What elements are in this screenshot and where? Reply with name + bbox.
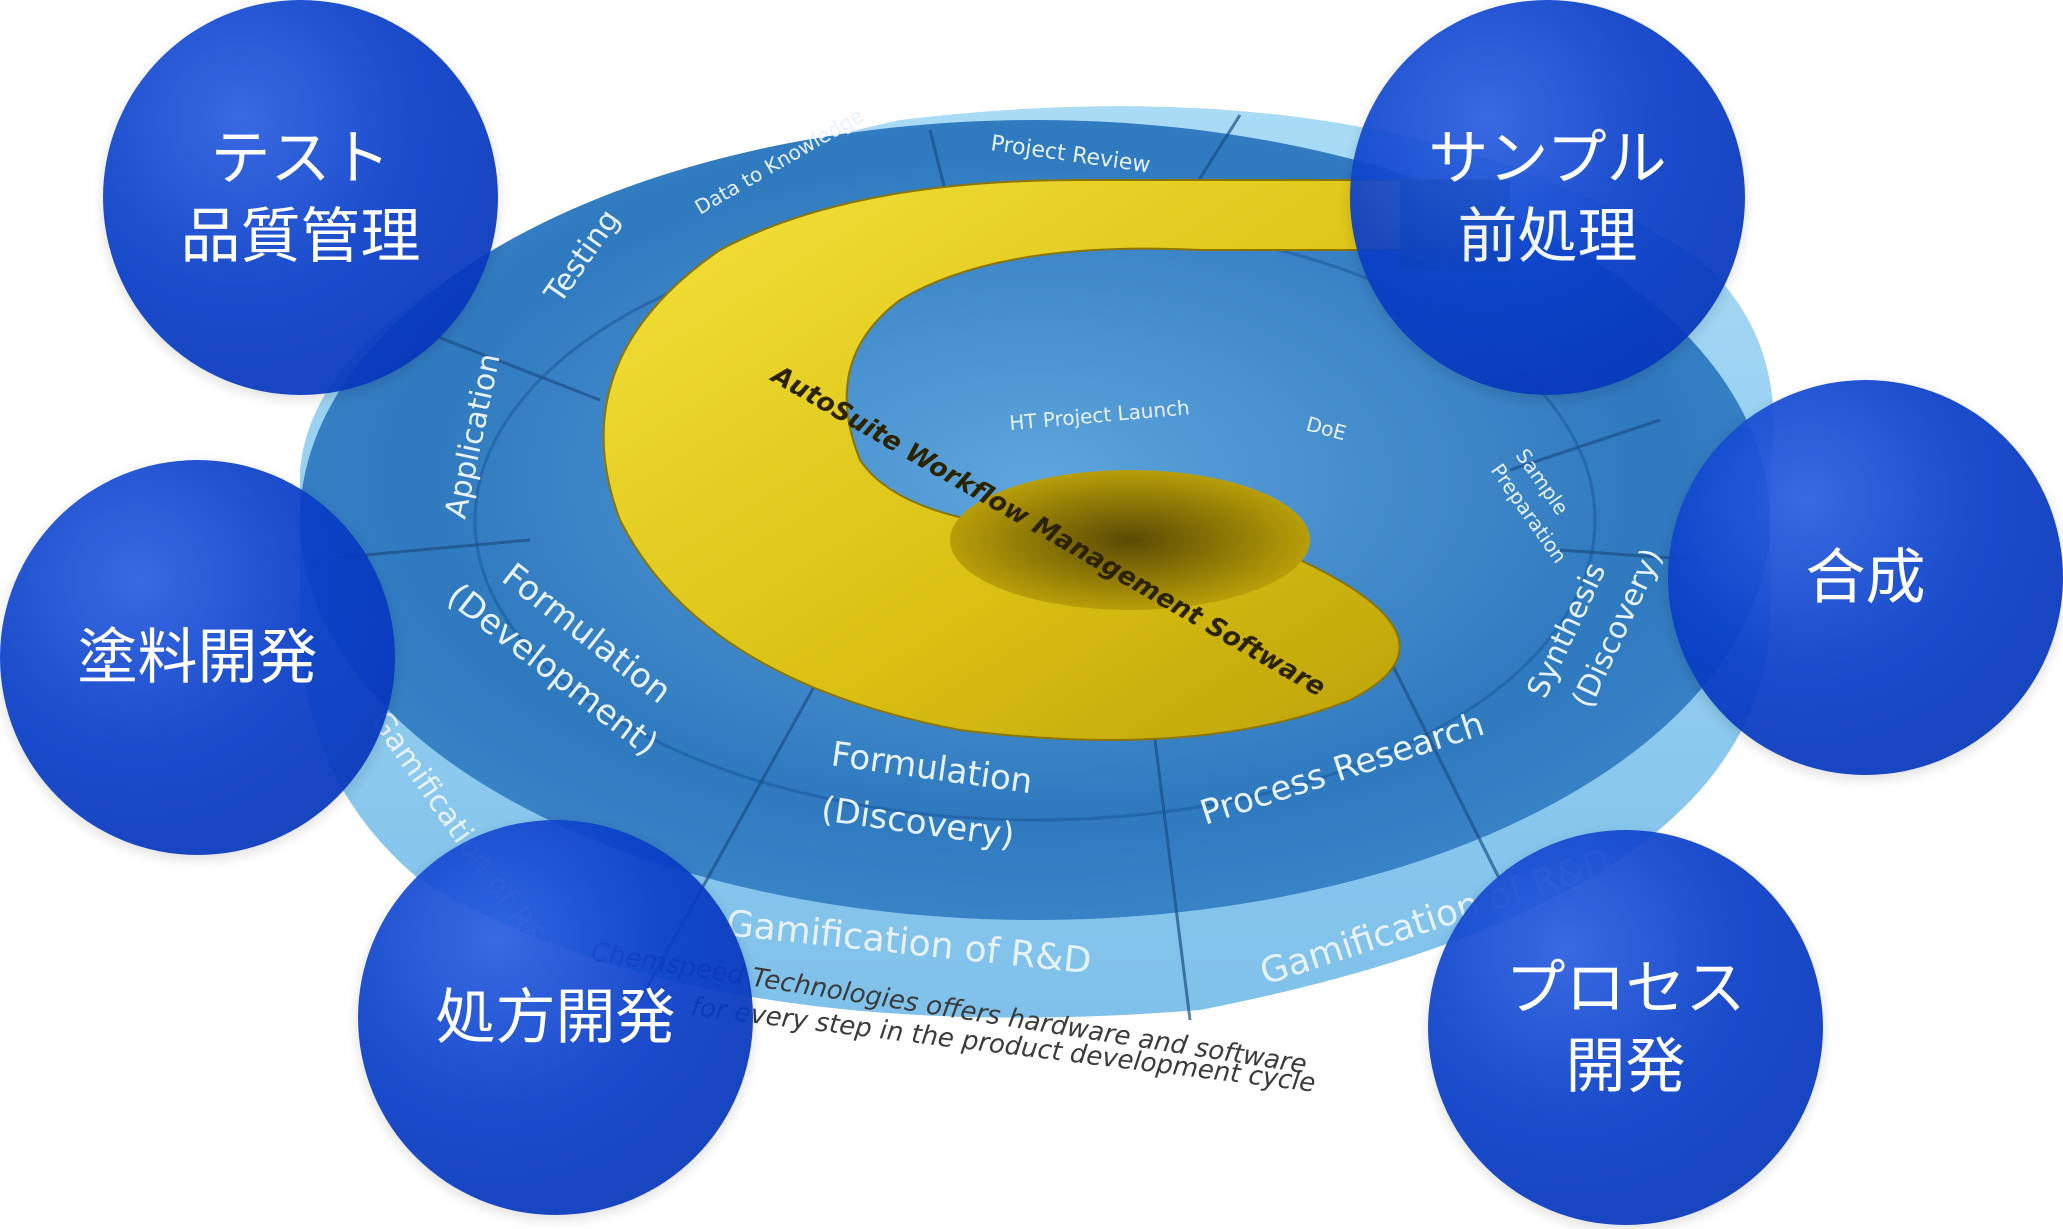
- spiral-body: [602, 179, 1491, 741]
- circle-formulation-development: 処方開発: [358, 820, 753, 1215]
- circle-paint-development: 塗料開発: [0, 460, 395, 855]
- circle-sample-prep: サンプル 前処理: [1350, 0, 1745, 395]
- circle-process-development-label: プロセス 開発: [1505, 953, 1746, 1102]
- circle-test-quality-label: テスト 品質管理: [180, 123, 421, 272]
- spiral-hole: [950, 470, 1310, 610]
- circle-synthesis: 合成: [1668, 380, 2063, 775]
- circle-process-development: プロセス 開発: [1428, 830, 1823, 1225]
- circle-synthesis-label: 合成: [1805, 542, 1926, 613]
- circle-formulation-development-label: 処方開発: [435, 982, 676, 1053]
- segment-dividers: [309, 114, 1701, 1021]
- circle-sample-prep-label: サンプル 前処理: [1428, 123, 1667, 272]
- circle-test-quality: テスト 品質管理: [103, 0, 498, 395]
- circle-paint-development-label: 塗料開発: [77, 622, 318, 693]
